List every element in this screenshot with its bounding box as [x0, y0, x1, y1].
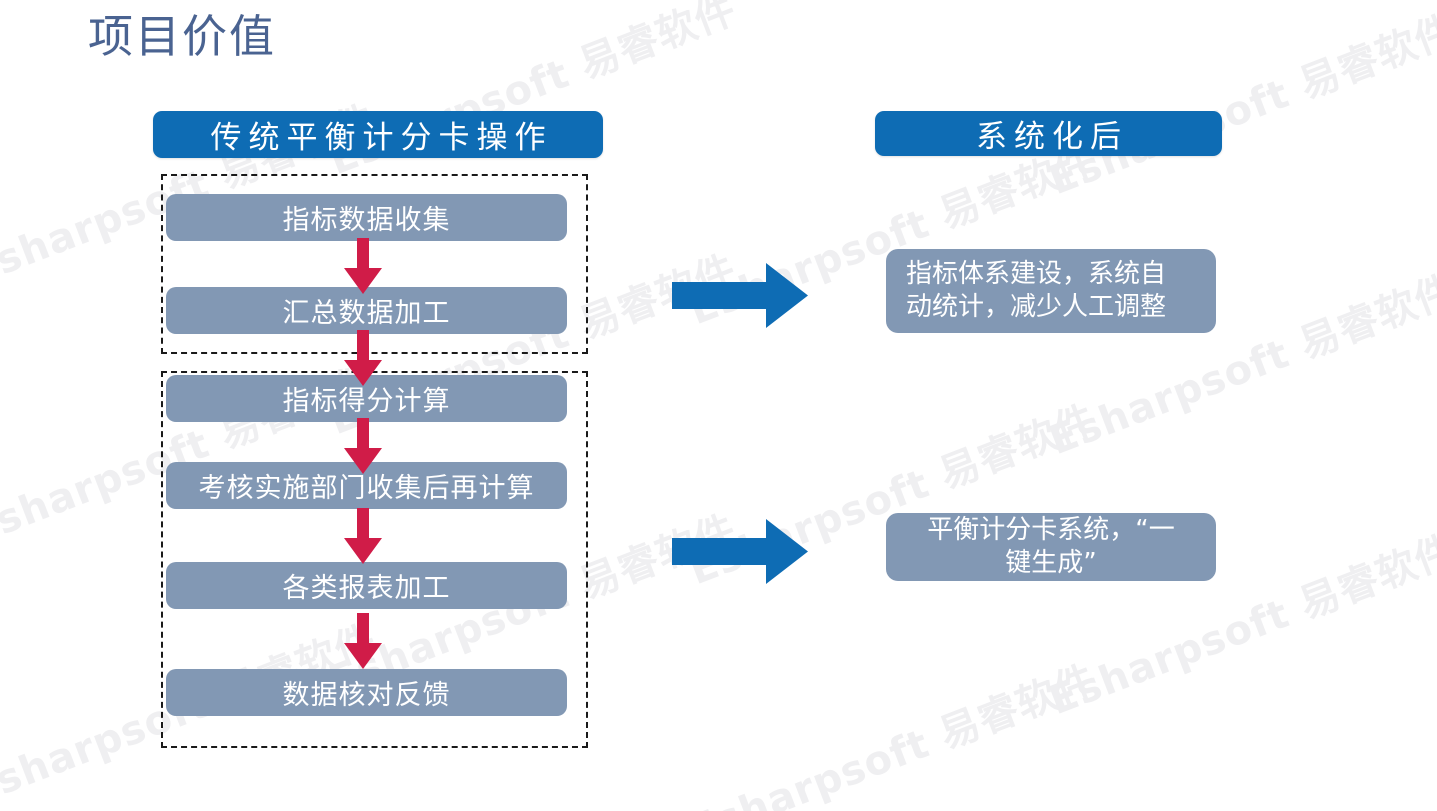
result-box[interactable]: 平衡计分卡系统，“一 键生成”	[886, 513, 1216, 581]
watermark-text: Esharpsoft 易睿软件	[323, 0, 743, 185]
process-step-box[interactable]: 考核实施部门收集后再计算	[166, 462, 567, 509]
arrow-right-icon	[672, 519, 808, 584]
process-step-box[interactable]: 数据核对反馈	[166, 669, 567, 716]
left-column-header: 传统平衡计分卡操作	[153, 111, 603, 158]
arrow-down-icon	[338, 330, 388, 386]
right-column-header: 系统化后	[875, 111, 1222, 156]
arrow-down-icon	[338, 508, 388, 564]
result-box[interactable]: 指标体系建设，系统自 动统计，减少人工调整	[886, 249, 1216, 333]
watermark-text: Esharpsoft 易睿软件	[1043, 6, 1437, 205]
arrow-down-icon	[338, 418, 388, 474]
result-line: 键生成”	[1005, 548, 1097, 578]
result-line: 动统计，减少人工调整	[906, 292, 1167, 322]
watermark-text: Esharpsoft 易睿软件	[683, 656, 1103, 811]
arrow-down-icon	[338, 238, 388, 294]
page-title: 项目价值	[88, 10, 277, 63]
result-line: 指标体系建设，系统自	[906, 258, 1167, 289]
arrow-right-icon	[672, 263, 808, 328]
process-step-box[interactable]: 各类报表加工	[166, 562, 567, 609]
process-step-box[interactable]: 指标得分计算	[166, 375, 567, 422]
result-line: 平衡计分卡系统，“一	[927, 514, 1175, 545]
process-group-1-outline	[161, 174, 588, 354]
process-step-box[interactable]: 指标数据收集	[166, 194, 567, 241]
process-group-2-outline	[161, 371, 588, 748]
process-step-box[interactable]: 汇总数据加工	[166, 287, 567, 334]
arrow-down-icon	[338, 613, 388, 669]
